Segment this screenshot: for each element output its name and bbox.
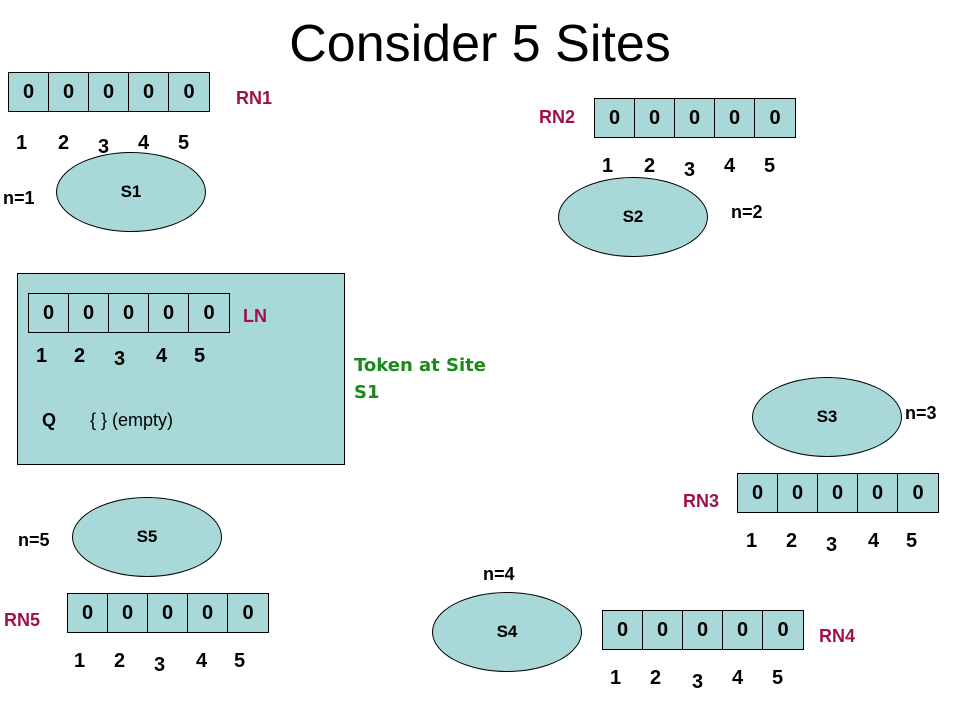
index-label: 4	[732, 667, 744, 689]
index-label: 3	[154, 654, 166, 676]
site-s4: S4	[432, 592, 582, 672]
index-label: 3	[98, 136, 110, 158]
token-location-line1: Token at Site	[354, 355, 486, 376]
rn-cell: 0	[769, 106, 781, 129]
ln-cell: 0	[29, 294, 69, 332]
index-label: 1	[602, 155, 614, 177]
n-label-s2: n=2	[731, 202, 763, 222]
rn-cell: 0	[715, 99, 755, 137]
rn-array-s5: 0 0 0 0 0	[67, 593, 269, 633]
rn-label-s5: RN5	[4, 610, 41, 630]
index-label: 4	[724, 155, 736, 177]
index-label: 5	[178, 132, 190, 154]
rn-cell: 0	[242, 601, 254, 624]
site-s2: S2	[558, 177, 708, 257]
rn-cell: 0	[643, 611, 683, 649]
rn-cell: 0	[635, 99, 675, 137]
rn-label-s4: RN4	[819, 626, 856, 646]
rn-cell: 0	[683, 611, 723, 649]
rn-cell: 0	[595, 99, 635, 137]
index-label: 2	[74, 345, 86, 367]
token-location-line2: S1	[354, 382, 380, 403]
index-label: 1	[74, 650, 86, 672]
slide-title: Consider 5 Sites	[289, 15, 671, 73]
rn-cell: 0	[49, 73, 89, 111]
rn-label-s3: RN3	[683, 491, 720, 511]
n-label-s5: n=5	[18, 530, 50, 550]
ln-cell: 0	[203, 301, 215, 324]
site-s5: S5	[72, 497, 222, 577]
index-label: 3	[692, 671, 704, 693]
index-label: 5	[906, 530, 918, 552]
rn-array-s3: 0 0 0 0 0	[737, 473, 939, 513]
index-label: 2	[650, 667, 662, 689]
index-label: 1	[746, 530, 758, 552]
rn-cell: 0	[89, 73, 129, 111]
rn-cell: 0	[9, 73, 49, 111]
rn-cell: 0	[188, 594, 228, 632]
index-label: 1	[610, 667, 622, 689]
ln-array: 0 0 0 0 0	[28, 293, 230, 333]
index-label: 4	[196, 650, 208, 672]
rn-cell: 0	[183, 80, 195, 103]
rn-cell: 0	[603, 611, 643, 649]
token-location-label: Token at Site S1	[354, 352, 554, 406]
rn-array-s2: 0 0 0 0 0	[594, 98, 796, 138]
ln-label: LN	[243, 306, 267, 326]
rn-array-s1: 0 0 0 0 0	[8, 72, 210, 112]
index-label: 5	[772, 667, 784, 689]
rn-cell: 0	[818, 474, 858, 512]
index-label: 3	[684, 159, 696, 181]
index-label: 2	[114, 650, 126, 672]
index-label: 2	[786, 530, 798, 552]
rn-cell: 0	[68, 594, 108, 632]
n-label-s4: n=4	[483, 564, 515, 584]
index-label: 3	[826, 534, 838, 556]
index-label: 5	[234, 650, 246, 672]
index-label: 5	[194, 345, 206, 367]
rn-cell: 0	[723, 611, 763, 649]
rn-cell: 0	[912, 481, 924, 504]
rn-label-s2: RN2	[539, 107, 576, 127]
rn-cell: 0	[675, 99, 715, 137]
ln-cell: 0	[69, 294, 109, 332]
rn-cell: 0	[108, 594, 148, 632]
queue-value: { } (empty)	[90, 410, 174, 430]
ln-cell: 0	[109, 294, 149, 332]
rn-array-s4: 0 0 0 0 0	[602, 610, 804, 650]
queue-label: Q	[42, 410, 57, 430]
n-label-s1: n=1	[3, 188, 35, 208]
rn-cell: 0	[738, 474, 778, 512]
rn-label-s1: RN1	[236, 88, 273, 108]
index-label: 4	[138, 132, 150, 154]
index-label: 1	[36, 345, 48, 367]
index-label: 2	[644, 155, 656, 177]
index-label: 1	[16, 132, 28, 154]
site-s3: S3	[752, 377, 902, 457]
rn-cell: 0	[858, 474, 898, 512]
n-label-s3: n=3	[905, 403, 937, 423]
ln-cell: 0	[149, 294, 189, 332]
index-label: 2	[58, 132, 70, 154]
index-label: 3	[114, 348, 126, 370]
index-label: 5	[764, 155, 776, 177]
index-label: 4	[868, 530, 880, 552]
rn-cell: 0	[778, 474, 818, 512]
rn-cell: 0	[129, 73, 169, 111]
rn-cell: 0	[777, 618, 789, 641]
rn-cell: 0	[148, 594, 188, 632]
index-label: 4	[156, 345, 168, 367]
site-s1: S1	[56, 152, 206, 232]
